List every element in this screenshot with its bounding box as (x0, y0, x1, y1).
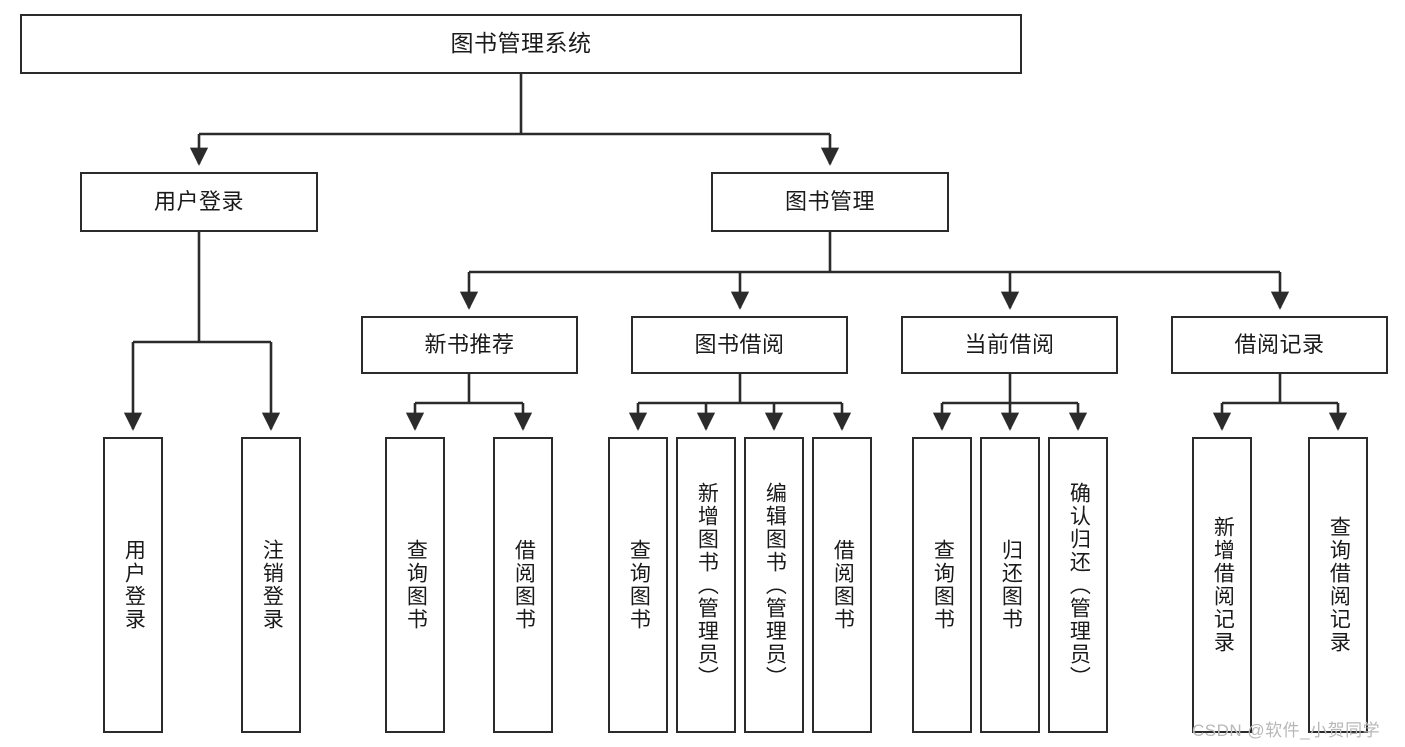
node-label: 图书借阅 (694, 331, 785, 357)
csdn-watermark: CSDN @软件_小贺同学 (1192, 721, 1381, 740)
node-user-login[interactable]: 用户登录 (80, 172, 318, 232)
node-borrow-record[interactable]: 借阅记录 (1171, 316, 1388, 374)
node-label: 新增图书（管理员） (695, 481, 719, 689)
node-leaf-query-record[interactable]: 查询借阅记录 (1308, 437, 1368, 733)
node-label: 图书管理 (784, 188, 875, 214)
node-leaf-user-login[interactable]: 用户登录 (103, 437, 163, 733)
node-leaf-borrow-book-2[interactable]: 借阅图书 (812, 437, 872, 733)
node-label: 查询图书 (931, 539, 955, 631)
node-leaf-query-book-3[interactable]: 查询图书 (912, 437, 972, 733)
node-label: 用户登录 (153, 188, 244, 214)
node-leaf-query-book-2[interactable]: 查询图书 (608, 437, 668, 733)
node-label: 用户登录 (122, 539, 146, 631)
node-leaf-add-record[interactable]: 新增借阅记录 (1192, 437, 1252, 733)
node-label: 图书管理系统 (450, 30, 592, 57)
node-label: 当前借阅 (964, 331, 1055, 357)
node-label: 查询借阅记录 (1327, 516, 1351, 654)
node-leaf-confirm-return[interactable]: 确认归还（管理员） (1048, 437, 1108, 733)
node-label: 借阅记录 (1234, 331, 1325, 357)
node-leaf-borrow-book-1[interactable]: 借阅图书 (493, 437, 553, 733)
node-leaf-add-book[interactable]: 新增图书（管理员） (676, 437, 736, 733)
node-leaf-return-book[interactable]: 归还图书 (980, 437, 1040, 733)
node-label: 确认归还（管理员） (1067, 481, 1091, 689)
node-label: 编辑图书（管理员） (763, 481, 787, 689)
node-leaf-edit-book[interactable]: 编辑图书（管理员） (744, 437, 804, 733)
node-new-book-recommend[interactable]: 新书推荐 (361, 316, 578, 374)
node-leaf-query-book-1[interactable]: 查询图书 (385, 437, 445, 733)
node-label: 查询图书 (404, 539, 428, 631)
node-label: 注销登录 (260, 539, 284, 631)
node-root-system[interactable]: 图书管理系统 (20, 14, 1022, 74)
node-label: 新书推荐 (424, 331, 515, 357)
node-label: 借阅图书 (512, 539, 536, 631)
node-label: 借阅图书 (831, 539, 855, 631)
node-label: 新增借阅记录 (1211, 516, 1235, 654)
node-current-borrow[interactable]: 当前借阅 (901, 316, 1118, 374)
node-book-borrow[interactable]: 图书借阅 (631, 316, 848, 374)
node-label: 查询图书 (627, 539, 651, 631)
node-book-manage[interactable]: 图书管理 (711, 172, 949, 232)
node-leaf-user-logout[interactable]: 注销登录 (241, 437, 301, 733)
node-label: 归还图书 (999, 539, 1023, 631)
